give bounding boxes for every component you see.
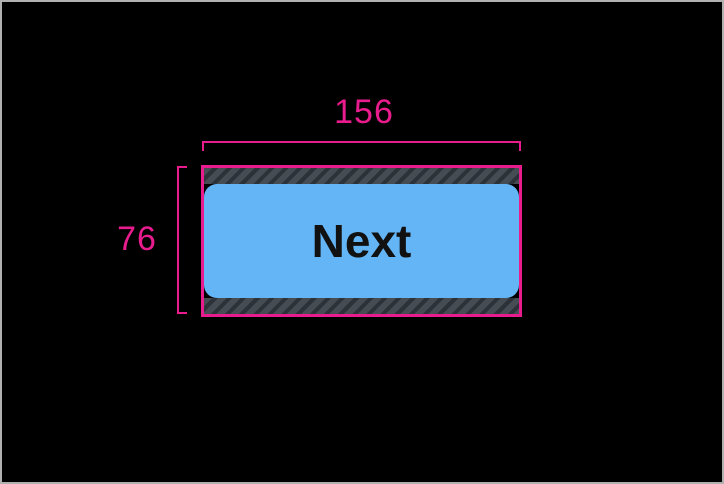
height-measure-bracket xyxy=(177,166,187,314)
width-measure-bracket xyxy=(202,141,521,151)
bottom-padding-hatch xyxy=(204,298,519,314)
height-dimension-label: 76 xyxy=(117,220,157,258)
next-button[interactable]: Next xyxy=(204,184,519,298)
width-dimension-label: 156 xyxy=(334,93,394,131)
measured-bounds-box: Next xyxy=(201,165,522,317)
top-padding-hatch xyxy=(204,168,519,184)
